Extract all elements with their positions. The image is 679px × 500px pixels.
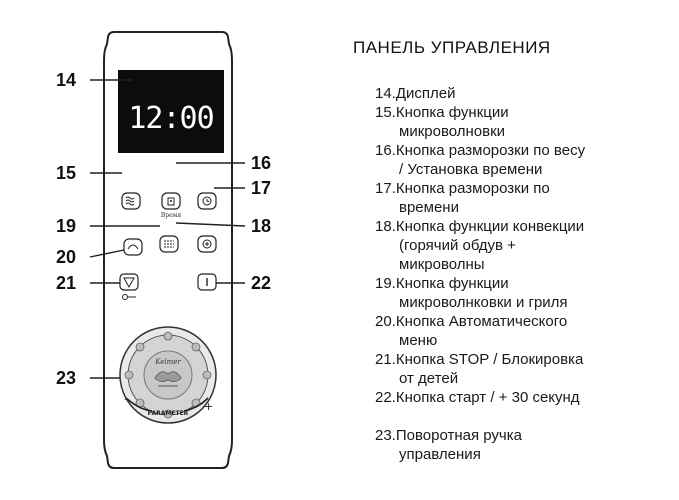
microwave-button[interactable] [121, 192, 141, 210]
convection-button[interactable] [197, 235, 217, 253]
knob-logo-text: Kelmer [154, 358, 181, 366]
legend-item-14: 14.Дисплей [375, 85, 456, 102]
knob-logo: Kelmer [154, 358, 182, 387]
knob-plus-sign: + [204, 400, 213, 413]
callout-18: 18 [251, 216, 271, 236]
callout-20: 20 [56, 247, 76, 267]
stop-child-lock-button[interactable] [119, 273, 139, 291]
display-time: 12:00 [128, 101, 213, 136]
callout-21: 21 [56, 273, 76, 293]
leader-lines [89, 79, 246, 379]
callout-14: 14 [56, 70, 76, 90]
callout-17: 17 [251, 178, 271, 198]
auto-menu-button[interactable] [123, 238, 143, 256]
callout-19: 19 [56, 216, 76, 236]
callout-16: 16 [251, 153, 271, 173]
defrost-time-button[interactable] [197, 192, 217, 210]
legend-item-16: 16.Кнопка разморозки по весу/ Установка … [375, 142, 586, 178]
callout-22: 22 [251, 273, 271, 293]
defrost-weight-button[interactable] [161, 192, 181, 210]
legend-item-22: 22.Кнопка старт / + 30 секунд [375, 389, 580, 406]
start-30s-button[interactable] [197, 273, 217, 291]
knob-dial-label: PARAMETER [148, 410, 189, 417]
display-screen [118, 70, 224, 153]
callout-15: 15 [56, 163, 76, 183]
knob-grip-studs [124, 331, 212, 419]
legend-title: ПАНЕЛЬ УПРАВЛЕНИЯ [353, 38, 551, 57]
control-panel-diagram: 12:00 14 15 16 17 19 18 20 21 22 23 Врем [56, 31, 271, 469]
control-knob[interactable]: Kelmer [119, 326, 217, 424]
lock-key-icon [122, 294, 136, 300]
knob-dial-arc: PARAMETER – + [124, 394, 213, 417]
legend-panel: ПАНЕЛЬ УПРАВЛЕНИЯ 14.Дисплей 15.Кнопка ф… [353, 38, 673, 464]
callout-23: 23 [56, 368, 76, 388]
knob-minus-sign: – [124, 394, 129, 405]
legend-item-18: 18.Кнопка функции конвекции(горячий обду… [375, 218, 585, 273]
microwave-grill-button[interactable] [159, 235, 179, 253]
defrost-weight-caption: Время [161, 212, 181, 219]
